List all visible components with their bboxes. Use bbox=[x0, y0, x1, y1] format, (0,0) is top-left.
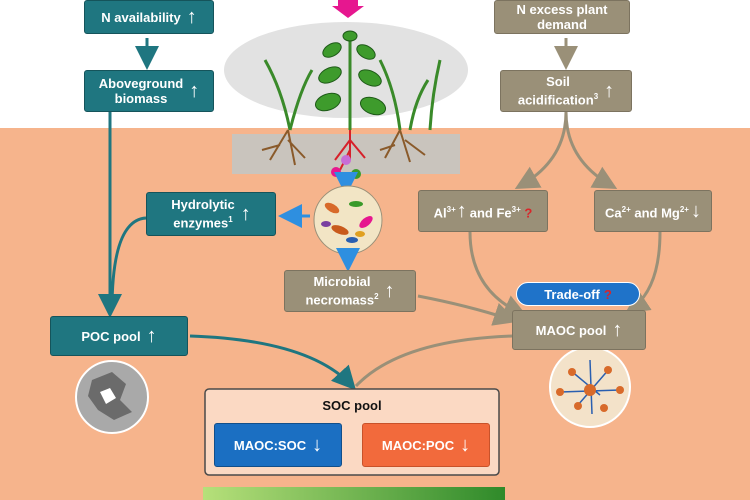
arrow-acid-to-camg bbox=[564, 111, 618, 189]
plant-illustration bbox=[263, 40, 442, 131]
aboveground-biomass-box: Aboveground biomass ↑ bbox=[84, 70, 214, 112]
increase-arrow-icon: ↑ bbox=[186, 5, 197, 28]
n-availability-label: N availability bbox=[101, 9, 181, 25]
microbial-line2: necromass bbox=[305, 292, 375, 308]
soil-acid-line1: Soil bbox=[546, 74, 570, 90]
poc-pool-box: POC pool ↑ bbox=[50, 316, 188, 356]
n-availability-box: N availability ↑ bbox=[84, 0, 214, 34]
roots bbox=[261, 129, 426, 171]
microbial-sup: 2 bbox=[374, 292, 379, 302]
n-excess-line1: N excess plant bbox=[516, 2, 608, 17]
microbial-line1: Microbial bbox=[313, 274, 371, 290]
nitrogen-input-arrow bbox=[332, 0, 364, 18]
n-excess-label: N excess plant demand bbox=[516, 2, 607, 32]
ca-text: Ca bbox=[605, 205, 622, 221]
decrease-arrow-icon: ↓ bbox=[460, 433, 471, 456]
hydrolytic-line2: enzymes bbox=[173, 215, 229, 231]
maoc-poc-ratio-box: MAOC:POC ↓ bbox=[362, 423, 490, 467]
arrow-acid-to-alfe bbox=[514, 111, 568, 189]
ca-mg-box: Ca2+ and Mg2+ ↓ bbox=[594, 190, 712, 232]
hydrolytic-enzymes-box: Hydrolytic enzymes1 ↑ bbox=[146, 192, 276, 236]
bottom-gradient-bar bbox=[203, 487, 505, 500]
aboveground-line1: Aboveground bbox=[98, 76, 184, 91]
poc-pool-label: POC pool bbox=[81, 328, 141, 344]
ca-sup: 2+ bbox=[621, 204, 631, 214]
increase-arrow-icon: ↑ bbox=[189, 79, 200, 102]
increase-arrow-icon: ↑ bbox=[146, 324, 157, 347]
root-zone-box bbox=[232, 134, 460, 174]
trade-off-label: Trade-off bbox=[544, 286, 600, 302]
increase-arrow-icon: ↑ bbox=[384, 279, 395, 302]
arrow-enzymes-to-poc bbox=[110, 216, 147, 311]
hydrolytic-line1: Hydrolytic bbox=[171, 197, 235, 213]
fe-text: and Fe bbox=[469, 205, 512, 221]
maoc-poc-label: MAOC:POC bbox=[381, 437, 455, 453]
aboveground-biomass-label: Aboveground biomass bbox=[99, 76, 184, 106]
n-excess-box: N excess plant demand bbox=[494, 0, 630, 34]
arrow-necromass-to-maoc bbox=[417, 294, 518, 326]
al-fe-box: Al3+↑and Fe3+ ? bbox=[418, 190, 548, 232]
microbial-necromass-box: Microbial necromass2 ↑ bbox=[284, 270, 416, 312]
maoc-soc-ratio-box: MAOC:SOC ↓ bbox=[214, 423, 342, 467]
maoc-soc-label: MAOC:SOC bbox=[233, 437, 307, 453]
fe-sup: 3+ bbox=[511, 204, 521, 214]
soil-acid-line2: acidification bbox=[517, 92, 594, 108]
question-mark: ? bbox=[603, 286, 612, 302]
increase-arrow-icon: ↑ bbox=[612, 318, 623, 341]
aboveground-line2: biomass bbox=[114, 91, 168, 106]
al-fe-label: Al3+↑and Fe3+ ? bbox=[433, 200, 533, 223]
arrow-alfe-to-maoc bbox=[468, 231, 528, 318]
leaves bbox=[314, 30, 387, 116]
decrease-arrow-icon: ↓ bbox=[690, 199, 701, 222]
al-text: Al bbox=[433, 205, 447, 221]
soil-acid-sup: 3 bbox=[593, 92, 599, 102]
soil-acidification-box: Soil acidification3 ↑ bbox=[500, 70, 632, 112]
trade-off-ellipse: Trade-off ? bbox=[516, 282, 640, 306]
increase-arrow-icon: ↑ bbox=[456, 200, 467, 223]
question-mark: ? bbox=[524, 205, 533, 221]
microbial-necromass-label: Microbial necromass2 bbox=[305, 274, 378, 307]
arrow-maoc-to-soc bbox=[354, 334, 513, 388]
decrease-arrow-icon: ↓ bbox=[312, 433, 323, 456]
maoc-mineral-icon bbox=[549, 346, 631, 428]
microbial-community bbox=[313, 185, 383, 255]
maoc-pool-label: MAOC pool bbox=[535, 322, 607, 338]
poc-aggregate-icon bbox=[75, 360, 149, 434]
arrow-poc-to-soc bbox=[189, 334, 357, 391]
n-excess-line2: demand bbox=[537, 17, 587, 32]
increase-arrow-icon: ↑ bbox=[240, 202, 251, 225]
soc-pool-title: SOC pool bbox=[322, 398, 382, 413]
plant-area-ellipse bbox=[224, 22, 468, 118]
hydrolytic-sup: 1 bbox=[228, 215, 233, 225]
soil-acidification-label: Soil acidification3 bbox=[518, 74, 598, 107]
al-sup: 3+ bbox=[446, 204, 456, 214]
arrow-camg-to-maoc bbox=[625, 231, 662, 314]
ca-mg-label: Ca2+ and Mg2+ bbox=[605, 202, 689, 220]
increase-arrow-icon: ↑ bbox=[604, 79, 615, 102]
hydrolytic-enzymes-label: Hydrolytic enzymes1 bbox=[171, 197, 235, 230]
mg-sup: 2+ bbox=[679, 204, 689, 214]
mg-text: and Mg bbox=[630, 205, 680, 221]
maoc-pool-box: MAOC pool ↑ bbox=[512, 310, 646, 350]
